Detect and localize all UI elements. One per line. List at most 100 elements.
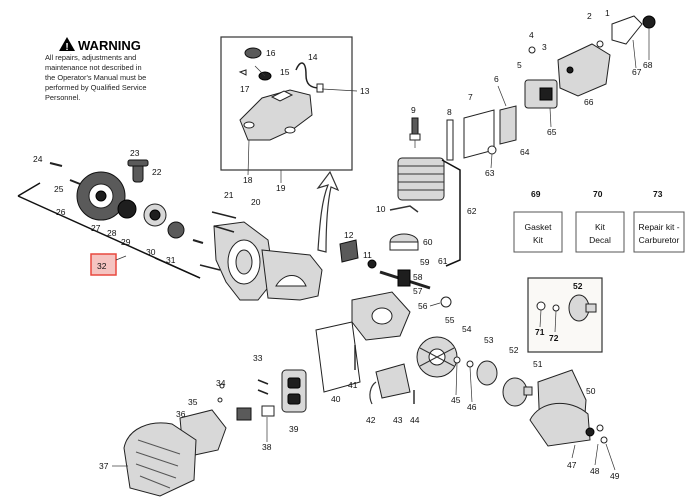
clutch-part [476, 360, 498, 386]
callout-65: 65 [547, 127, 557, 137]
callout-19: 19 [276, 183, 286, 193]
callout-38: 38 [262, 442, 272, 452]
callout-10: 10 [376, 204, 386, 214]
svg-text:!: ! [65, 42, 68, 53]
callout-6: 6 [494, 74, 499, 84]
callout-51: 51 [533, 359, 543, 369]
callout-45: 45 [451, 395, 461, 405]
knob-part [642, 15, 656, 29]
warning-triangle-icon [59, 37, 75, 51]
air-filter-part [611, 15, 643, 45]
callout-40: 40 [331, 394, 341, 404]
callout-7: 7 [468, 92, 473, 102]
clip-part [238, 69, 247, 76]
switch-housing-part [281, 369, 307, 413]
fuel-tank-inset: 16 14 15 17 13 18 19 [220, 36, 370, 193]
callout-60: 60 [423, 237, 433, 247]
callout-66: 66 [584, 97, 594, 107]
callout-9: 9 [411, 105, 416, 115]
callout-18: 18 [243, 175, 253, 185]
fuel-tank-inset-frame [220, 36, 353, 171]
warning-line: maintenance not described in [45, 63, 142, 72]
warning-line: the Operator's Manual must be [45, 73, 146, 82]
callout-17: 17 [240, 84, 250, 94]
callout-24: 24 [33, 154, 43, 164]
callout-37: 37 [99, 461, 109, 471]
assembly-arrow-icon [316, 170, 340, 253]
callout-35: 35 [188, 397, 198, 407]
callout-59: 59 [420, 257, 430, 267]
switch-part [236, 407, 252, 421]
fuel-cap-part [244, 47, 262, 59]
callout-43: 43 [393, 415, 403, 425]
warning-block: ! WARNING All repairs, adjustments and m… [45, 37, 146, 102]
callout-36: 36 [176, 409, 186, 419]
callout-11: 11 [363, 250, 372, 260]
callout-8: 8 [447, 107, 452, 117]
callout-30: 30 [146, 247, 156, 257]
callout-13: 13 [360, 86, 370, 96]
callout-68: 68 [643, 60, 653, 70]
callout-34: 34 [216, 378, 226, 388]
callout-15: 15 [280, 67, 290, 77]
callout-23: 23 [130, 148, 140, 158]
callout-12: 12 [344, 230, 354, 240]
carb-kit-line2: Carburetor [639, 235, 680, 245]
callout-73: 73 [653, 189, 663, 199]
callout-5: 5 [517, 60, 522, 70]
callout-27: 27 [91, 223, 101, 233]
spark-plug-part [411, 117, 419, 135]
ignition-coil-part [339, 239, 359, 263]
warning-line: performed by Qualified Service [45, 83, 146, 92]
starter-assembly: 24 25 26 23 22 27 28 29 30 31 32 [17, 148, 204, 279]
fuel-tank-part [239, 89, 313, 141]
callout-26: 26 [56, 207, 66, 217]
callout-31: 31 [166, 255, 176, 265]
decal-kit-line1: Kit [595, 222, 606, 232]
warning-line: All repairs, adjustments and [45, 53, 136, 62]
callout-52: 52 [509, 345, 519, 355]
callout-69: 69 [531, 189, 541, 199]
callout-25: 25 [54, 184, 64, 194]
clutch-inset-frame [527, 277, 603, 353]
callout-48: 48 [590, 466, 600, 476]
callout-46: 46 [467, 402, 477, 412]
fuel-line-part [295, 62, 321, 89]
callout-20: 20 [251, 197, 261, 207]
flywheel-assembly: 55 54 53 52 45 46 [416, 315, 533, 412]
callout-inset-52: 52 [573, 281, 583, 291]
callout-53: 53 [484, 335, 494, 345]
callout-49: 49 [610, 471, 620, 481]
carb-kit-box [633, 211, 685, 253]
clutch-inset: 52 71 72 [527, 277, 603, 353]
callout-22: 22 [152, 167, 162, 177]
pulley-part [117, 199, 137, 219]
fan-housing-assembly: 21 20 [199, 190, 323, 301]
intake-part [446, 119, 454, 161]
gearhead-assembly: 51 50 47 48 49 [529, 359, 620, 481]
callout-54: 54 [462, 324, 472, 334]
crankshaft-part [397, 269, 411, 287]
callout-67: 67 [632, 67, 642, 77]
warning-title: WARNING [78, 38, 141, 53]
plate-part [315, 321, 361, 393]
callout-50: 50 [586, 386, 596, 396]
lower-parts: 40 41 42 43 44 39 33 34 35 36 38 [99, 321, 420, 497]
callout-55: 55 [445, 315, 455, 325]
drum-part [502, 377, 528, 407]
callout-56: 56 [418, 301, 428, 311]
callout-39: 39 [289, 424, 299, 434]
callout-42: 42 [366, 415, 376, 425]
callout-41: 41 [348, 380, 358, 390]
callout-71: 71 [535, 327, 545, 337]
callout-14: 14 [308, 52, 318, 62]
callout-21: 21 [224, 190, 234, 200]
callout-58: 58 [413, 272, 423, 282]
air-filter-cover-part [557, 43, 611, 97]
gasket-kit-box [513, 211, 563, 253]
callout-28: 28 [107, 228, 117, 238]
callout-70: 70 [593, 189, 603, 199]
cylinder-part [397, 157, 445, 201]
kit-boxes: 69 Gasket Kit 70 Kit Decal 73 Repair kit… [513, 189, 685, 253]
callout-57: 57 [413, 286, 423, 296]
